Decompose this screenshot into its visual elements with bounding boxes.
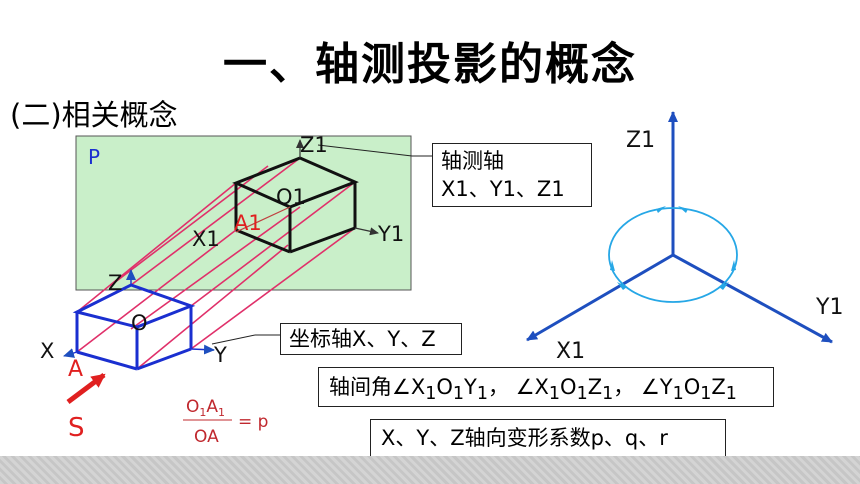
formula-num-o: O [186,397,199,417]
right-x1-label: X1 [556,339,585,364]
angle-symbol-2: ∠ [515,375,535,399]
coord-callout-leader [211,334,256,345]
x1-label: X1 [192,227,220,251]
projection-direction-arrow [66,373,106,404]
section-subtitle: (二)相关概念 [10,98,178,132]
slide-title: 一、轴测投影的概念 [223,39,637,90]
o-label: O [131,311,148,335]
angle-symbol-1: ∠ [392,375,411,399]
projected-cube [232,156,359,254]
coord-axes-text: 坐标轴X、Y、Z [289,327,436,351]
axis-callout-title: 轴测轴 [441,149,504,173]
x-label: X [40,339,54,363]
plane-label: P [88,145,100,169]
svg-text:O1A1: O1A1 [186,397,225,419]
coefficient-text: X、Y、Z轴向变形系数p、q、r [381,426,668,450]
axis-angles-callout: 轴间角∠X1O1Y1， ∠X1O1Z1， ∠Y1O1Z1 [318,367,774,407]
right-y1-label: Y1 [815,295,843,320]
right-z1-label: Z1 [626,128,655,153]
axis-callout-leader [317,144,413,157]
angle-symbol-3: ∠ [640,375,660,399]
axonometric-axes-callout: 轴测轴 X1、Y1、Z1 [432,143,592,207]
formula-num-a-sub: 1 [218,406,225,419]
z-label: Z [108,271,122,295]
s-label: S [68,413,85,443]
y1-label: Y1 [377,222,404,246]
axis-callout-list: X1、Y1、Z1 [441,177,565,201]
formula-denominator: OA [194,427,219,447]
projected-axes [235,139,379,236]
bottom-decoration-bar [0,456,860,484]
angle-arrows [610,206,736,290]
formula-num-a: A [206,397,218,417]
axis-angles-prefix: 轴间角 [329,375,392,399]
axis-angle-circle [608,207,738,303]
formula-rhs: = p [238,412,268,432]
o1-label: O1 [276,185,306,209]
deformation-coefficient-callout: X、Y、Z轴向变形系数p、q、r [370,419,726,457]
y-label: Y [213,343,227,367]
coordinate-axes-callout: 坐标轴X、Y、Z [280,323,462,355]
a1-label: A1 [234,211,262,235]
axonometric-axes [526,111,833,344]
a-label: A [68,357,83,382]
original-cube [72,283,196,371]
coordinate-axes [63,269,215,358]
formula-num-o-sub: 1 [199,406,206,419]
deformation-formula: O1A1 OA = p [183,397,268,447]
z1-label: Z1 [300,133,328,157]
